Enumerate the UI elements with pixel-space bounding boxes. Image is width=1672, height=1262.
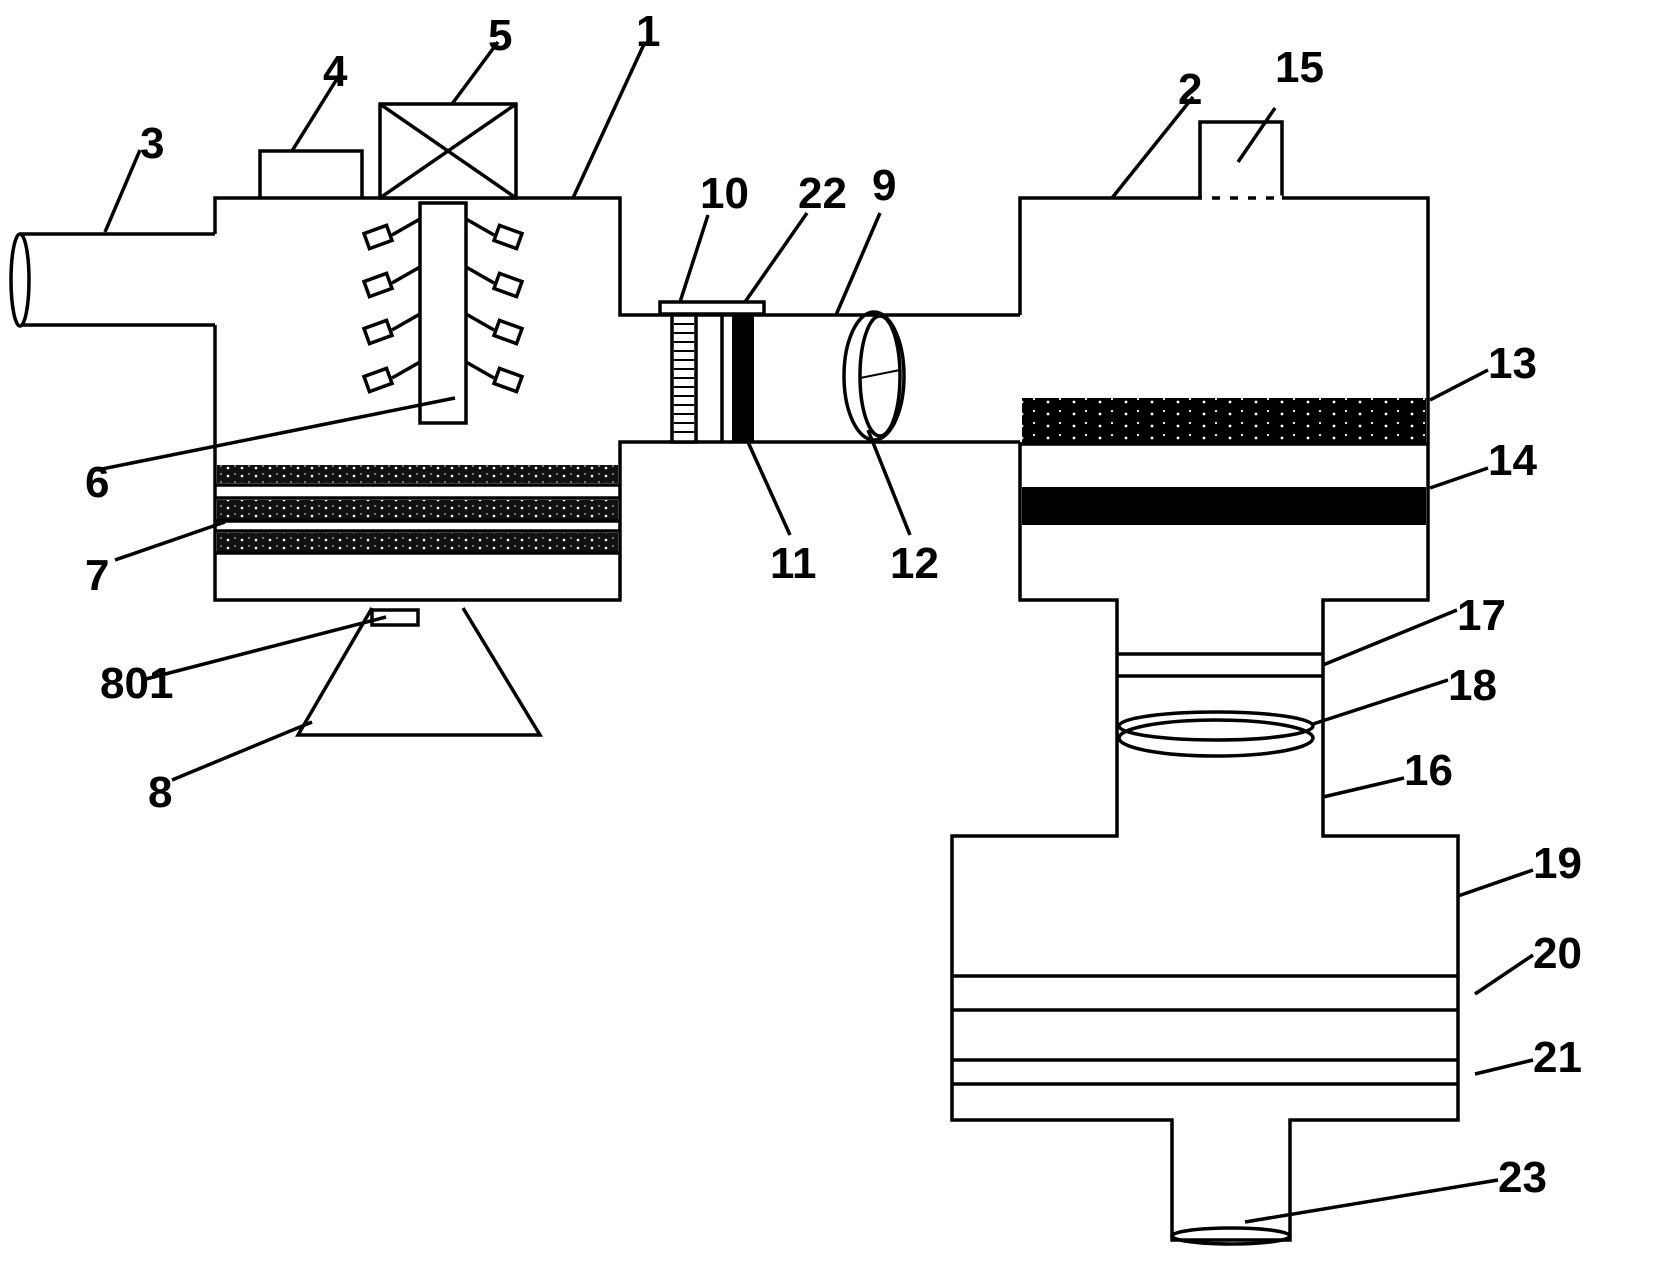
label-13: 13: [1488, 339, 1537, 388]
label-22: 22: [798, 169, 847, 218]
label-801: 801: [100, 659, 173, 708]
motor-5: [378, 102, 518, 200]
connecting-pipe-9: [658, 300, 1020, 444]
label-23: 23: [1498, 1153, 1547, 1202]
right-tank: [950, 120, 1460, 1246]
label-21: 21: [1533, 1033, 1582, 1082]
label-9: 9: [872, 161, 896, 210]
paddle-left: [361, 312, 421, 346]
label-5: 5: [488, 11, 512, 60]
label-17: 17: [1457, 591, 1506, 640]
label-15: 15: [1275, 43, 1324, 92]
label-12: 12: [890, 539, 939, 588]
part-labels: 1 2 3 4 5 6 7 8 801 9 10 11 12 13 14 15 …: [85, 7, 1582, 1202]
paddle-right: [465, 312, 525, 346]
label-19: 19: [1533, 839, 1582, 888]
filter-layers-7: [215, 465, 620, 555]
label-3: 3: [140, 119, 164, 168]
label-2: 2: [1178, 65, 1202, 114]
label-16: 16: [1404, 746, 1453, 795]
paddle-right: [465, 360, 525, 394]
label-18: 18: [1448, 661, 1497, 710]
label-10: 10: [700, 169, 749, 218]
label-1: 1: [636, 7, 660, 56]
label-14: 14: [1488, 436, 1537, 485]
leader-lines: [96, 40, 1534, 1224]
paddle-left: [361, 360, 421, 394]
label-11: 11: [770, 539, 817, 588]
label-20: 20: [1533, 929, 1582, 978]
left-tank: [9, 196, 672, 602]
stirring-shaft-6: [361, 201, 525, 425]
paddle-right: [465, 265, 525, 299]
label-6: 6: [85, 458, 109, 507]
hopper-8: [294, 607, 544, 737]
paddle-left: [361, 217, 421, 251]
label-7: 7: [85, 551, 109, 600]
paddle-left: [361, 265, 421, 299]
label-4: 4: [323, 47, 348, 96]
paddle-right: [465, 217, 525, 251]
part-4-box: [258, 149, 364, 199]
label-8: 8: [148, 768, 172, 817]
